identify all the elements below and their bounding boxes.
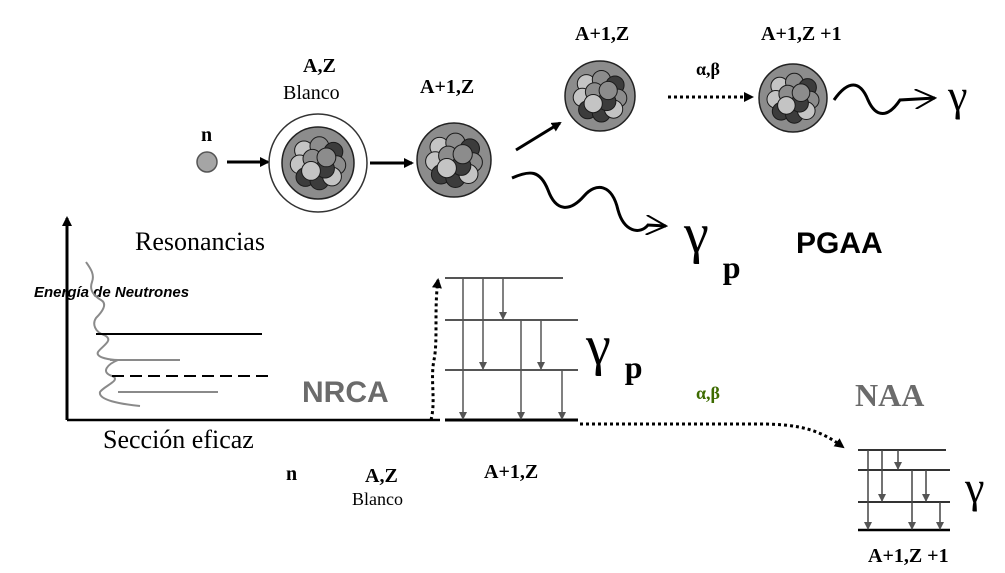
pgaa-label: PGAA	[796, 227, 883, 260]
nucleon	[452, 144, 473, 165]
bottom-blanco-label: Blanco	[352, 489, 403, 509]
product-label: A+1,Z +1	[761, 23, 842, 45]
nucleon	[316, 147, 337, 168]
gamma-wave-prompt	[511, 171, 666, 230]
bottom-gamma: γ	[964, 463, 984, 512]
naa-level-scheme	[858, 449, 950, 532]
prompt-level-scheme	[445, 277, 578, 422]
nrca-label: NRCA	[302, 376, 389, 409]
target-nucleus	[281, 126, 355, 200]
gamma-prompt-subscript: p	[723, 249, 741, 285]
bottom-product-label: A+1,Z +1	[868, 545, 949, 567]
resonancias-label: Resonancias	[135, 227, 265, 256]
gamma-levels: γ p	[585, 315, 643, 385]
nucleon	[791, 83, 811, 102]
arrow-compound-to-upper	[515, 121, 562, 152]
seccion-label: Sección eficaz	[103, 425, 254, 454]
gamma-prompt: γ p	[683, 203, 741, 285]
gamma-top: γ	[947, 71, 967, 120]
nucleon	[777, 96, 796, 115]
nucleon	[583, 94, 603, 114]
upper-nucleus-label: A+1,Z	[575, 23, 629, 45]
neutron-particle	[196, 151, 218, 173]
nucleon	[436, 158, 457, 179]
bottom-compound-label: A+1,Z	[484, 461, 538, 483]
upper-nucleus	[564, 60, 636, 132]
compound-nucleus	[416, 122, 492, 198]
compound-label: A+1,Z	[420, 76, 474, 98]
nucleon	[598, 80, 618, 101]
gamma-levels-symbol: γ	[585, 315, 611, 377]
target-blanco-label: Blanco	[283, 82, 340, 104]
decay-path-bottom	[580, 422, 845, 449]
resonance-curve	[85, 261, 141, 407]
target-az-label: A,Z	[303, 55, 336, 77]
naa-label: NAA	[855, 377, 924, 413]
neutron-label: n	[201, 124, 212, 146]
decay-label-top: α,β	[696, 59, 720, 79]
decay-label-bottom: α,β	[696, 383, 720, 403]
gamma-wave-top	[832, 83, 935, 115]
energia-label: Energía de Neutrones	[34, 284, 189, 301]
gamma-levels-subscript: p	[625, 349, 643, 385]
bottom-neutron-label: n	[286, 463, 297, 485]
product-nucleus	[758, 63, 828, 133]
dotted-arrow-to-levels	[429, 278, 442, 421]
nucleon	[301, 161, 321, 181]
gamma-prompt-symbol: γ	[683, 203, 709, 265]
bottom-az-label: A,Z	[365, 465, 398, 487]
